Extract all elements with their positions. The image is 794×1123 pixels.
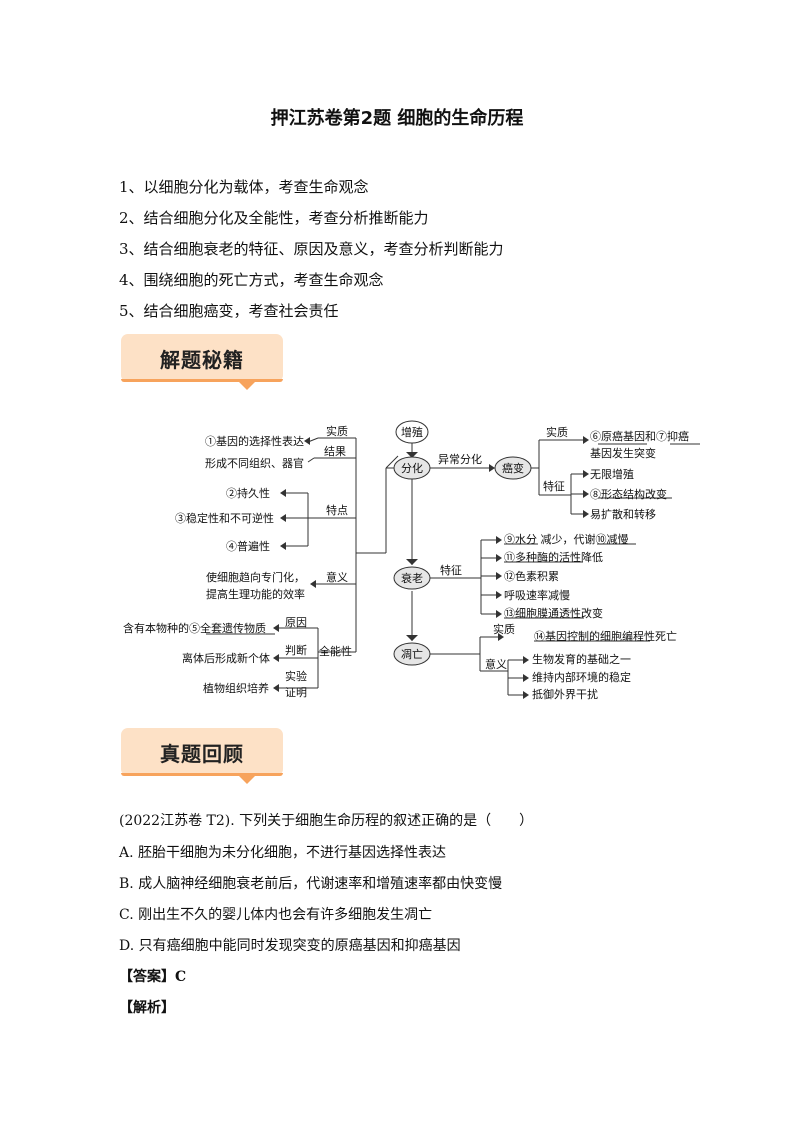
diff-feature-1: ②持久性 [226, 486, 270, 500]
aging-feature-5: ⑬细胞膜通透性改变 [504, 606, 603, 620]
cancer-feature-2: ⑧形态结构改变 [590, 487, 667, 501]
section-banner-review: 真题回顾 [121, 728, 283, 776]
option-d: D. 只有癌细胞中能同时发现突变的原癌基因和抑癌基因 [119, 935, 461, 955]
option-c: C. 刚出生不久的婴儿体内也会有许多细胞发生凋亡 [119, 904, 432, 924]
objective-4: 4、围绕细胞的死亡方式，考查生命观念 [119, 269, 384, 290]
section-banner-tips: 解题秘籍 [121, 334, 283, 382]
node-cancer: 癌变 [495, 457, 531, 479]
apop-meaning-2: 维持内部环境的稳定 [532, 670, 631, 684]
toti-proof: 植物组织培养 [203, 681, 269, 695]
node-aging: 衰老 [394, 567, 430, 589]
apop-label-essence: 实质 [493, 622, 515, 636]
node-apoptosis: 凋亡 [394, 643, 430, 665]
label-meaning: 意义 [326, 570, 348, 584]
analysis-heading: 【解析】 [119, 997, 175, 1017]
toti-judge: 离体后形成新个体 [182, 651, 270, 665]
diff-meaning-2: 提高生理功能的效率 [206, 587, 305, 601]
node-proliferation: 增殖 [396, 421, 428, 443]
node-differentiation-label: 分化 [401, 461, 423, 475]
label-features: 特点 [326, 503, 348, 517]
label-proof-1: 实验 [285, 669, 307, 683]
cancer-feature-1: 无限增殖 [590, 467, 634, 481]
objective-2: 2、结合细胞分化及全能性，考查分析推断能力 [119, 207, 429, 228]
cancer-essence-1: ⑥原癌基因和⑦抑癌 [590, 429, 689, 443]
cancer-essence-2: 基因发生突变 [590, 446, 656, 460]
diff-meaning-1: 使细胞趋向专门化， [206, 570, 305, 584]
aging-feature-3: ⑫色素积累 [504, 569, 559, 583]
aging-feature-2: ⑪多种酶的活性降低 [504, 550, 603, 564]
label-cause: 原因 [285, 616, 307, 629]
diff-feature-3: ④普遍性 [226, 539, 270, 553]
aging-label-features: 特征 [440, 563, 462, 577]
cancer-label-essence: 实质 [546, 425, 568, 439]
concept-map: 增殖 分化 癌变 衰老 凋亡 实质 ①基因的选择性表达 结果 形成不同组织、器官… [0, 410, 794, 710]
label-totipotency: 全能性 [319, 644, 352, 658]
apop-essence: ⑭基因控制的细胞编程性死亡 [534, 629, 677, 643]
label-abnormal: 异常分化 [438, 452, 482, 466]
label-proof-2: 证明 [285, 686, 307, 699]
objective-5: 5、结合细胞癌变，考查社会责任 [119, 300, 339, 321]
section-banner-tips-label: 解题秘籍 [121, 344, 283, 373]
diff-essence: ①基因的选择性表达 [205, 434, 304, 448]
label-result: 结果 [324, 445, 346, 458]
label-judge: 判断 [285, 643, 307, 657]
objective-3: 3、结合细胞衰老的特征、原因及意义，考查分析判断能力 [119, 238, 504, 259]
node-proliferation-label: 增殖 [401, 425, 423, 439]
apop-meaning-1: 生物发育的基础之一 [532, 652, 631, 666]
option-a: A. 胚胎干细胞为未分化细胞，不进行基因选择性表达 [119, 842, 446, 862]
aging-feature-4: 呼吸速率减慢 [504, 588, 570, 602]
cancer-label-features: 特征 [543, 479, 565, 493]
node-cancer-label: 癌变 [502, 461, 524, 475]
diff-feature-2: ③稳定性和不可逆性 [175, 511, 274, 525]
node-apoptosis-label: 凋亡 [401, 647, 423, 661]
apop-meaning-3: 抵御外界干扰 [532, 687, 598, 701]
toti-cause: 含有本物种的⑤全套遗传物质 [123, 621, 266, 635]
question-stem: (2022江苏卷 T2). 下列关于细胞生命历程的叙述正确的是（ ） [119, 810, 533, 830]
diff-result: 形成不同组织、器官 [205, 456, 304, 470]
objective-1: 1、以细胞分化为载体，考查生命观念 [119, 176, 369, 197]
section-banner-review-label: 真题回顾 [121, 738, 283, 767]
apop-label-meaning: 意义 [485, 657, 507, 671]
node-aging-label: 衰老 [401, 571, 423, 585]
page-title: 押江苏卷第2题 细胞的生命历程 [0, 104, 794, 130]
label-essence: 实质 [326, 424, 348, 438]
option-b: B. 成人脑神经细胞衰老前后，代谢速率和增殖速率都由快变慢 [119, 873, 502, 893]
aging-feature-1: ⑨水分 减少，代谢⑩减慢 [504, 532, 629, 546]
node-differentiation: 分化 [394, 457, 430, 479]
answer: 【答案】C [119, 966, 186, 986]
cancer-feature-3: 易扩散和转移 [590, 507, 656, 521]
